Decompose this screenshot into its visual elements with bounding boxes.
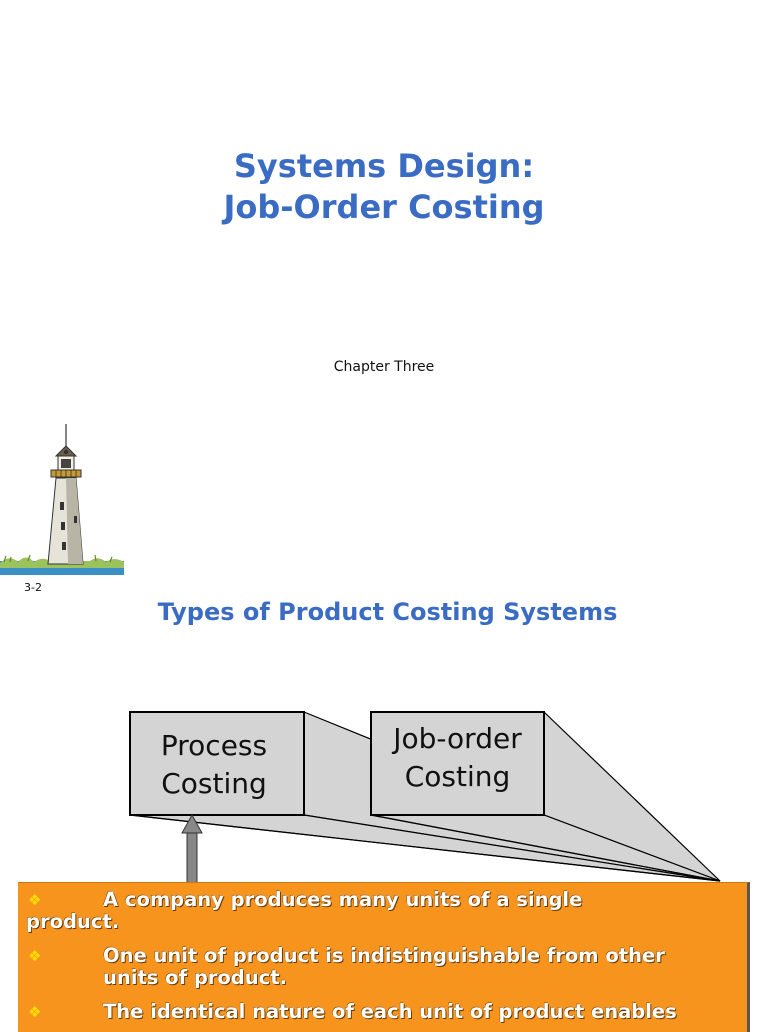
section-title: Types of Product Costing Systems: [157, 598, 618, 626]
diamond-bullet-icon: ❖: [28, 1003, 42, 1021]
process-costing-box: [129, 711, 305, 816]
bullet-item: ❖The identical nature of each unit of pr…: [28, 1000, 677, 1023]
diamond-bullet-icon: ❖: [28, 947, 42, 965]
chapter-subtitle: Chapter Three: [333, 359, 435, 375]
slide-title-line2: Job-Order Costing: [223, 188, 545, 226]
costing-types-diagram: [129, 710, 721, 889]
process-costing-description-panel: ❖A company produces many units of a sing…: [18, 882, 750, 1032]
up-arrow-icon: [181, 813, 203, 889]
diamond-bullet-icon: ❖: [28, 891, 42, 909]
slide-title: Systems Design: Job-Order Costing: [0, 146, 768, 228]
slide-title-line1: Systems Design:: [233, 147, 535, 185]
job-order-costing-label: Job-order Costing: [393, 722, 522, 793]
lighthouse-icon: [0, 424, 124, 575]
process-costing-label: Process Costing: [160, 729, 268, 800]
page-number: 3-2: [24, 581, 42, 594]
job-order-costing-box: [370, 711, 545, 816]
bullet-item: ❖A company produces many units of a sing…: [26, 888, 583, 933]
bullet-item: ❖One unit of product is indistinguishabl…: [28, 944, 665, 989]
bullet-list: ❖A company produces many units of a sing…: [18, 883, 747, 1023]
